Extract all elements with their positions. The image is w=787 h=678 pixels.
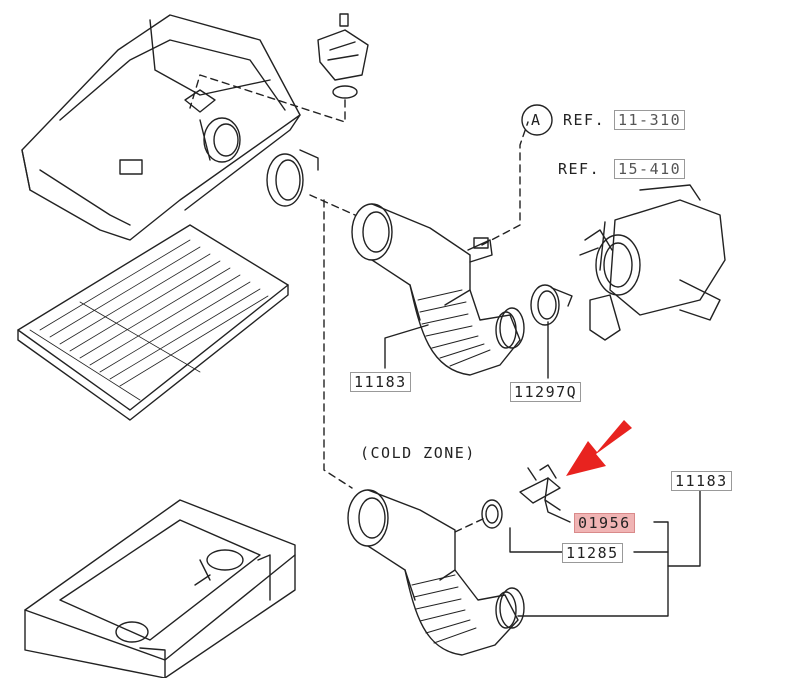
ref-a-circle [521,104,553,136]
throttle-body [579,184,726,341]
part-label-sensor-highlighted[interactable]: 01956 [574,513,635,533]
part-label-clamp-upper[interactable]: 11297Q [510,382,582,402]
ref-a-number[interactable]: 11-310 [614,110,686,130]
air-filter [17,224,289,421]
clamp-lower-small [481,499,503,529]
air-cleaner-case-lower [24,499,296,678]
ref-a-prefix: REF. [563,111,606,129]
part-label-hose-upper[interactable]: 11183 [350,372,411,392]
leader-lines-solid [384,321,711,617]
clamp-upper-small [530,284,573,326]
cold-zone-label: (COLD ZONE) [360,444,476,462]
intake-hose-lower [347,489,525,656]
part-label-hose-lower[interactable]: 11183 [671,471,732,491]
intake-hose-upper [351,203,525,376]
airflow-sensor [317,13,369,99]
leader-lines-dashed [189,74,529,533]
red-arrow-icon [566,420,632,476]
air-cleaner-cover [21,14,301,241]
ref-b-number[interactable]: 15-410 [614,159,686,179]
clamp-ring-upper [266,149,319,207]
part-label-clamp-lower[interactable]: 11285 [562,543,623,563]
temperature-sensor [519,464,561,511]
ref-b-prefix: REF. [558,160,601,178]
ref-a-letter: A [531,111,542,129]
